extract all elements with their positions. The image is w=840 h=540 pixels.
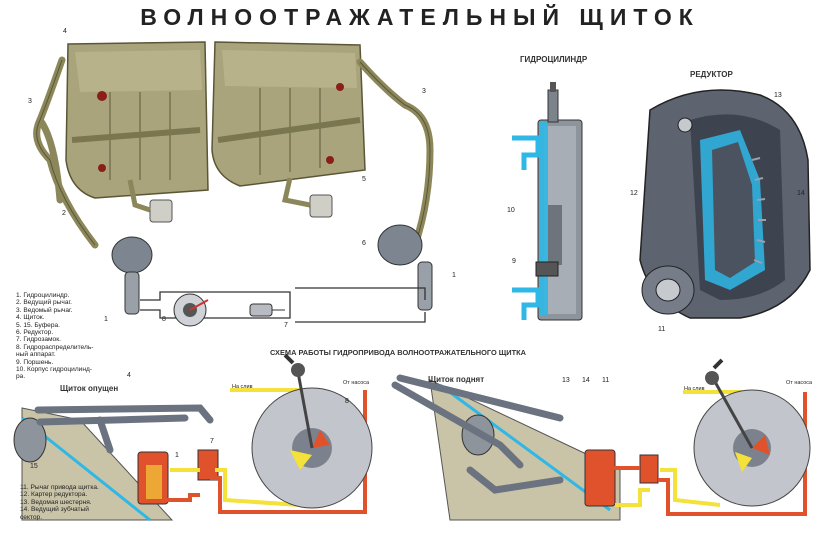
legend-item: 1. Гидроцилиндр. <box>16 292 70 299</box>
legend-item: 2. Ведущий рычаг. <box>16 299 72 307</box>
callout-13: 13 <box>774 92 782 99</box>
callout-13: 13 <box>562 377 570 384</box>
legend-item: сектор. <box>20 513 43 521</box>
pump-label-right: От насоса <box>786 380 813 386</box>
reducer-caption: РЕДУКТОР <box>690 70 733 79</box>
legend-item: 9. Поршень. <box>16 358 54 366</box>
reducer-drawing <box>639 89 811 319</box>
callout-1: 1 <box>452 272 456 279</box>
callout-8: 8 <box>345 398 349 405</box>
legend-item: 6. Редуктор. <box>16 329 54 337</box>
legend-item: ра. <box>16 373 26 381</box>
legend-item: 12. Картер редуктора. <box>20 491 88 499</box>
hydro-cylinder-drawing <box>512 82 583 321</box>
callout-6: 6 <box>362 240 366 247</box>
callout-4: 4 <box>63 28 67 35</box>
callout-8: 8 <box>162 316 166 323</box>
legend-item: 7. Гидрозамок. <box>16 336 61 344</box>
page-title: ВОЛНООТРАЖАТЕЛЬНЫЙ ЩИТОК <box>140 4 700 30</box>
callout-4: 4 <box>127 372 131 379</box>
callout-3: 3 <box>422 88 426 95</box>
callout-7: 7 <box>210 438 214 445</box>
legend-item: 8. Гидрораспределитель- <box>16 343 94 351</box>
legend-item: 14. Ведущий зубчатый <box>20 506 89 514</box>
callout-11: 11 <box>658 326 666 333</box>
legend-item: 13. Ведомая шестерня. <box>20 498 92 506</box>
legend-item: 3. Ведомый рычаг. <box>16 306 73 314</box>
callout-14: 14 <box>582 377 590 384</box>
drain-label-right: На слив <box>684 386 705 392</box>
callout-12: 12 <box>630 190 638 197</box>
legend-bottom: 11. Рычаг привода щитка. 12. Картер реду… <box>20 484 99 521</box>
shield-raised-scheme <box>391 358 811 521</box>
pump-label-left: От насоса <box>343 380 370 386</box>
cylinder-caption: ГИДРОЦИЛИНДР <box>520 55 588 64</box>
raised-caption: Щиток поднят <box>428 375 485 384</box>
callout-15: 15 <box>30 463 38 470</box>
wave-shield-assembly <box>33 41 434 327</box>
legend-item: ный аппарат. <box>16 351 56 359</box>
callout-10: 10 <box>507 207 515 214</box>
callout-9: 9 <box>512 258 516 265</box>
drain-label-left: На слив <box>232 384 253 390</box>
shield-lowered-scheme <box>13 353 373 522</box>
legend-item: 10. Корпус гидроцилинд- <box>16 366 93 374</box>
callout-1: 1 <box>104 316 108 323</box>
callout-2: 2 <box>62 210 66 217</box>
legend-item: 4. Щиток. <box>16 314 45 322</box>
callout-3: 3 <box>28 98 32 105</box>
callout-5: 5 <box>362 176 366 183</box>
legend-item: 5. 15. Буфера. <box>16 321 60 329</box>
legend-top: 1. Гидроцилиндр. 2. Ведущий рычаг. 3. Ве… <box>16 292 94 381</box>
scheme-caption: СХЕМА РАБОТЫ ГИДРОПРИВОДА ВОЛНООТРАЖАТЕЛ… <box>270 348 526 357</box>
callout-7: 7 <box>284 322 288 329</box>
callout-11: 11 <box>602 377 610 384</box>
callout-14: 14 <box>797 190 805 197</box>
legend-item: 11. Рычаг привода щитка. <box>20 484 99 491</box>
callout-1: 1 <box>175 452 179 459</box>
lowered-caption: Щиток опущен <box>60 384 119 393</box>
